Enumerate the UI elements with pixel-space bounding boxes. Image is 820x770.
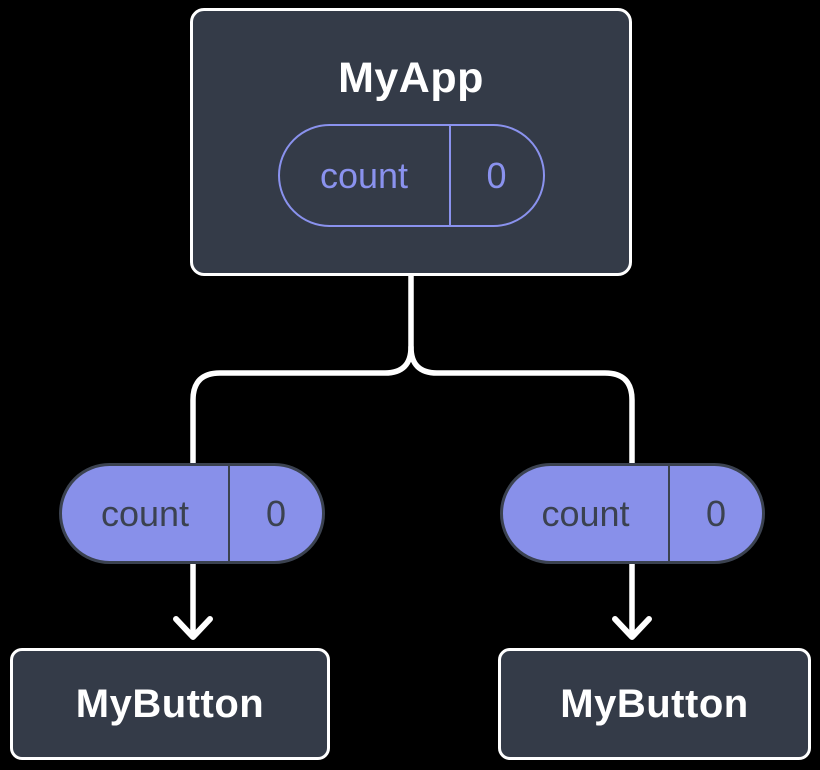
component-title-myapp: MyApp <box>338 54 484 102</box>
arrow-right-head <box>612 616 652 640</box>
component-node-mybutton-right: MyButton <box>498 648 811 760</box>
state-pill-root-value: 0 <box>486 154 507 196</box>
prop-pill-right: count 0 <box>500 463 765 564</box>
prop-pill-left-value: 0 <box>265 492 287 534</box>
prop-pill-left: count 0 <box>59 463 325 564</box>
fork-line-right <box>408 344 635 565</box>
state-pill-root-name: count <box>280 126 451 225</box>
prop-pill-right-name: count <box>503 466 670 561</box>
arrow-left-head <box>173 616 213 640</box>
prop-pill-right-value: 0 <box>705 492 727 534</box>
component-node-myapp: MyApp count 0 <box>190 8 632 276</box>
component-node-mybutton-left: MyButton <box>10 648 330 760</box>
prop-pill-left-name: count <box>62 466 230 561</box>
component-title-mybutton-right: MyButton <box>560 681 749 726</box>
state-pill-root: count 0 <box>277 124 545 227</box>
component-title-mybutton-left: MyButton <box>75 681 265 726</box>
